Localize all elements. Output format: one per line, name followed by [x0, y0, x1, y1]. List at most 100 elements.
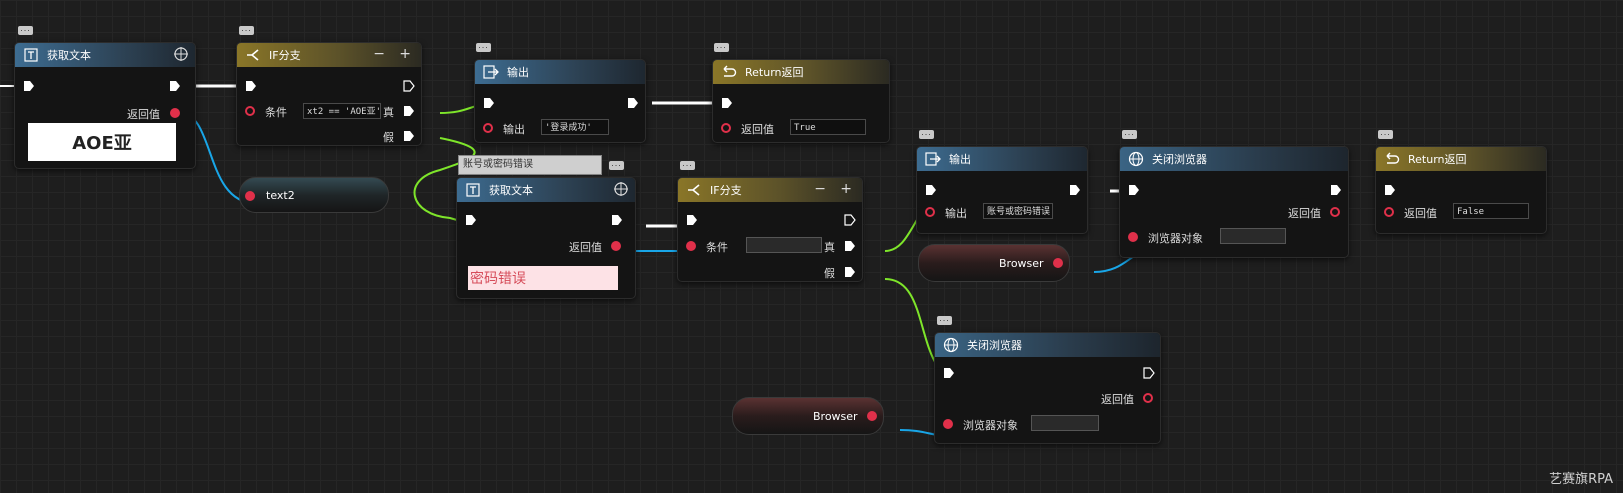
exec-out-pin[interactable]: [627, 97, 639, 109]
exec-out-pin[interactable]: [1143, 367, 1155, 379]
node-header[interactable]: 输出: [475, 60, 645, 84]
exec-out-pin[interactable]: [1069, 184, 1081, 196]
return-value-pin[interactable]: [1143, 393, 1153, 403]
crosshair-icon[interactable]: [173, 46, 189, 66]
remove-branch-button[interactable]: −: [373, 46, 385, 62]
false-exec-pin[interactable]: [844, 266, 856, 278]
exec-out-pin[interactable]: [1330, 184, 1342, 196]
return-node-2[interactable]: Return返回 返回值 False: [1375, 146, 1547, 234]
exec-in-pin[interactable]: [1128, 184, 1140, 196]
node-header[interactable]: 关闭浏览器: [935, 333, 1160, 357]
node-header[interactable]: 获取文本: [457, 178, 635, 202]
node-header[interactable]: Return返回: [713, 60, 889, 84]
true-exec-pin[interactable]: [844, 240, 856, 252]
return-value-pin[interactable]: [170, 108, 180, 118]
add-branch-button[interactable]: +: [840, 181, 852, 197]
comment-text-input[interactable]: 账号或密码错误: [458, 155, 602, 175]
exec-in-pin[interactable]: [721, 97, 733, 109]
browser-object-pin[interactable]: [1128, 232, 1138, 242]
return-value-label: 返回值: [1404, 207, 1437, 220]
false-label: 假: [824, 267, 835, 280]
close-browser-node-1[interactable]: 关闭浏览器 返回值 浏览器对象: [1119, 146, 1349, 258]
text-box-icon: [465, 182, 481, 198]
condition-field[interactable]: [746, 237, 822, 253]
remove-branch-button[interactable]: −: [814, 181, 826, 197]
output-field[interactable]: 账号或密码错误!': [983, 203, 1053, 219]
return-value-label: 返回值: [1101, 393, 1134, 406]
return-value-pin[interactable]: [1384, 207, 1394, 217]
variable-pin[interactable]: [867, 411, 877, 421]
comment-icon[interactable]: ...: [476, 42, 491, 52]
get-text-node-2[interactable]: 获取文本 返回值 密码错误: [456, 177, 636, 299]
exec-in-pin[interactable]: [1384, 184, 1396, 196]
return-value-field[interactable]: False: [1453, 203, 1529, 219]
variable-pin[interactable]: [245, 191, 255, 201]
exec-in-pin[interactable]: [483, 97, 495, 109]
variable-pin[interactable]: [1053, 258, 1063, 268]
exec-in-pin[interactable]: [245, 80, 257, 92]
crosshair-icon[interactable]: [613, 181, 629, 201]
return-value-label: 返回值: [741, 123, 774, 136]
output-value-pin[interactable]: [925, 207, 935, 217]
node-header[interactable]: 获取文本: [15, 43, 195, 67]
comment-icon[interactable]: ...: [1122, 129, 1137, 139]
return-value-field[interactable]: True: [790, 119, 866, 135]
output-field[interactable]: '登录成功': [541, 119, 609, 135]
exec-in-pin[interactable]: [465, 214, 477, 226]
node-header[interactable]: IF分支 − +: [678, 178, 862, 202]
node-title: 获取文本: [47, 49, 91, 62]
return-value-label: 返回值: [1288, 207, 1321, 220]
node-title: IF分支: [269, 49, 301, 62]
add-branch-button[interactable]: +: [399, 46, 411, 62]
browser-variable-node-2[interactable]: Browser: [732, 397, 884, 435]
variable-label: Browser: [999, 256, 1044, 270]
comment-icon[interactable]: ...: [919, 129, 934, 139]
condition-pin[interactable]: [245, 106, 255, 116]
output-node-1[interactable]: 输出 输出 '登录成功': [474, 59, 646, 143]
node-header[interactable]: Return返回: [1376, 147, 1546, 171]
true-exec-pin[interactable]: [403, 105, 415, 117]
return-node-1[interactable]: Return返回 返回值 True: [712, 59, 890, 143]
browser-object-field[interactable]: [1220, 228, 1286, 244]
node-title: 关闭浏览器: [1152, 153, 1207, 166]
return-value-pin[interactable]: [721, 123, 731, 133]
false-label: 假: [383, 131, 394, 144]
comment-icon[interactable]: ...: [937, 315, 952, 325]
return-value-pin[interactable]: [1330, 207, 1340, 217]
comment-icon[interactable]: ...: [1378, 129, 1393, 139]
return-value-pin[interactable]: [611, 241, 621, 251]
condition-field[interactable]: xt2 == 'AOE亚': [303, 103, 381, 119]
exec-in-pin[interactable]: [943, 367, 955, 379]
comment-icon[interactable]: ...: [609, 160, 624, 170]
exec-out-pin[interactable]: [844, 214, 856, 226]
exec-out-pin[interactable]: [169, 80, 181, 92]
output-value-pin[interactable]: [483, 123, 493, 133]
browser-object-pin[interactable]: [943, 419, 953, 429]
browser-variable-node-1[interactable]: Browser: [918, 244, 1070, 282]
false-exec-pin[interactable]: [403, 130, 415, 142]
exec-out-pin[interactable]: [403, 80, 415, 92]
node-header[interactable]: 输出: [917, 147, 1087, 171]
node-header[interactable]: 关闭浏览器: [1120, 147, 1348, 171]
node-title: Return返回: [745, 66, 804, 79]
comment-icon[interactable]: ...: [680, 160, 695, 170]
close-browser-node-2[interactable]: 关闭浏览器 返回值 浏览器对象: [934, 332, 1161, 444]
get-text-node-1[interactable]: 获取文本 返回值 AOE亚: [14, 42, 196, 169]
exec-in-pin[interactable]: [23, 80, 35, 92]
comment-icon[interactable]: ...: [239, 25, 254, 35]
node-header[interactable]: IF分支 − +: [237, 43, 421, 67]
exec-out-pin[interactable]: [611, 214, 623, 226]
text2-variable-node[interactable]: text2: [239, 177, 389, 213]
comment-icon[interactable]: ...: [714, 42, 729, 52]
output-label: 输出: [503, 123, 525, 136]
output-node-2[interactable]: 输出 输出 账号或密码错误!': [916, 146, 1088, 234]
comment-icon[interactable]: ...: [18, 25, 33, 35]
browser-object-field[interactable]: [1031, 415, 1099, 431]
exec-in-pin[interactable]: [686, 214, 698, 226]
condition-pin[interactable]: [686, 241, 696, 251]
exec-in-pin[interactable]: [925, 184, 937, 196]
if-node-1[interactable]: IF分支 − + 条件 xt2 == 'AOE亚' 真 假: [236, 42, 422, 146]
if-node-2[interactable]: IF分支 − + 条件 真 假: [677, 177, 863, 282]
element-preview: AOE亚: [28, 123, 176, 161]
